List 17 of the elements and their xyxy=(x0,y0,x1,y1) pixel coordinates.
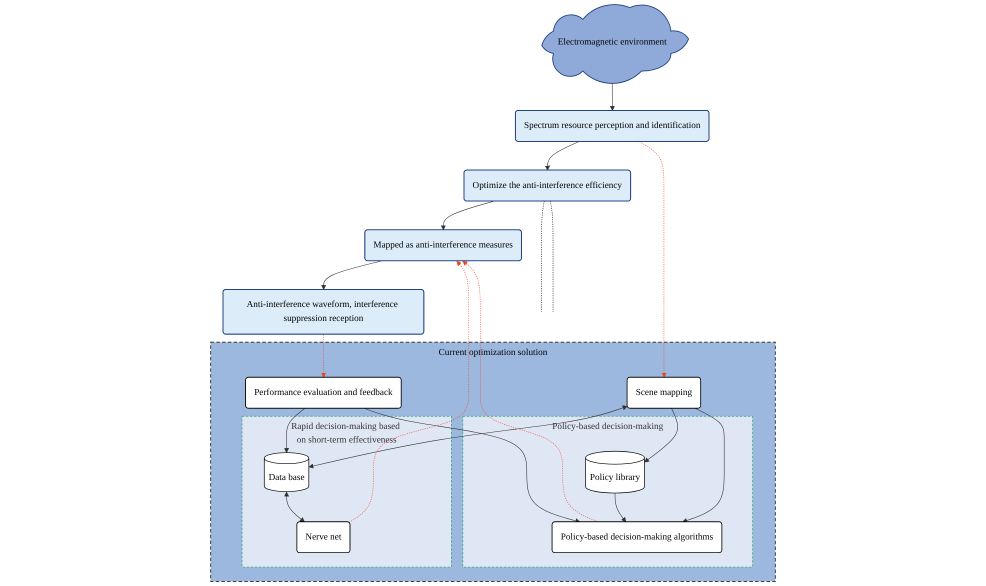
arrow xyxy=(544,141,580,171)
arrow xyxy=(462,260,599,522)
arrow xyxy=(284,408,305,453)
arrow xyxy=(639,141,667,378)
arrow xyxy=(348,260,470,523)
connector xyxy=(550,200,554,312)
arrow xyxy=(321,260,382,290)
arrow xyxy=(610,81,615,111)
arrow xyxy=(440,201,494,230)
arrow xyxy=(321,334,326,378)
arrow xyxy=(682,408,724,523)
arrow xyxy=(614,492,626,522)
arrow xyxy=(308,405,628,468)
connector xyxy=(541,200,545,312)
arrow xyxy=(284,492,305,522)
arrow xyxy=(644,408,678,462)
arrow xyxy=(364,408,580,524)
